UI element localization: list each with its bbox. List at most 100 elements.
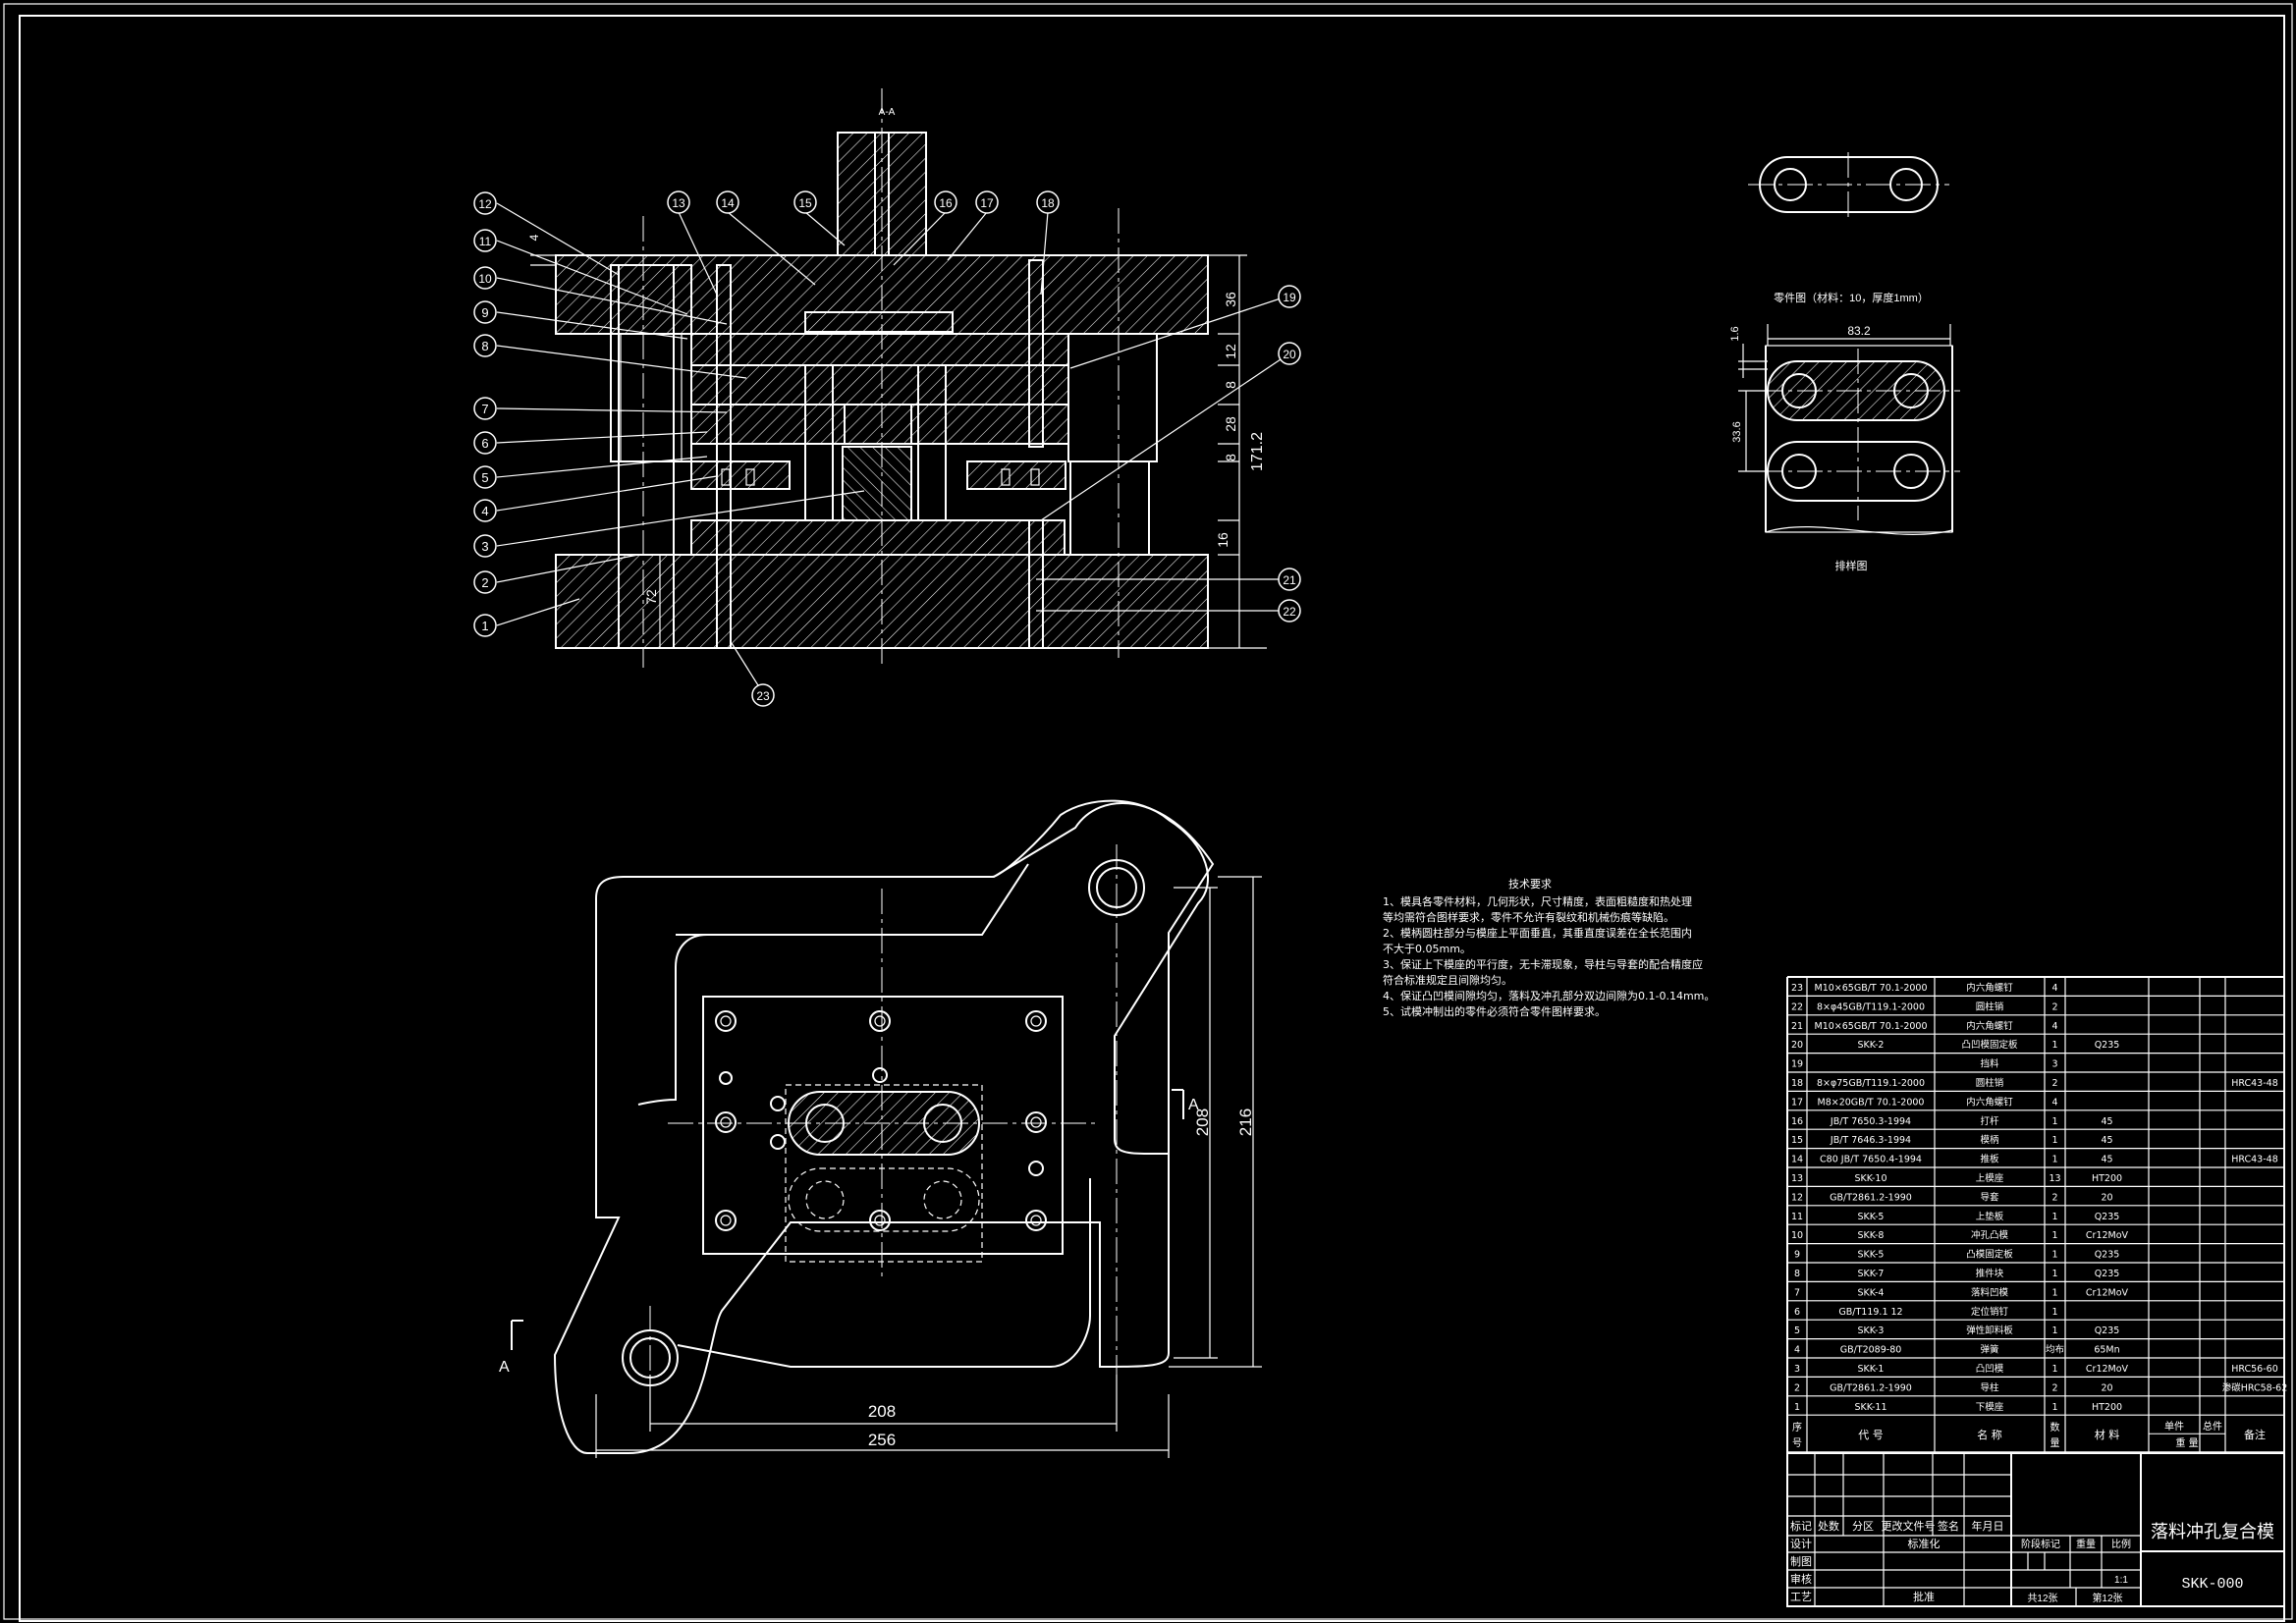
bom-qty: 1 [2051,1287,2057,1298]
bom-qty: 4 [2051,1097,2057,1108]
tb-label-sign: 签名 [1938,1519,1959,1533]
guide-bush-right [1067,333,1158,462]
tb-approve: 批准 [1913,1590,1935,1603]
drawing-number: SKK-000 [2181,1576,2243,1593]
plan-view: A A 216 208 208 256 [499,799,1262,1458]
stripper-left [690,460,791,490]
bom-qty: 1 [2051,1116,2057,1127]
section-markers: A A [499,1089,1199,1376]
bom-name: 推件块 [1976,1268,2004,1279]
svg-text:16: 16 [939,196,953,210]
svg-text:8: 8 [481,339,488,353]
svg-text:5: 5 [481,470,488,485]
bom-name: 圆柱销 [1976,1001,2004,1012]
dim-8b: 8 [1223,454,1238,461]
bom-qty: 1 [2051,1269,2057,1279]
bom-name: 导柱 [1980,1381,1999,1393]
section-label: A-A [879,107,896,118]
tech-req-line: 不大于0.05mm。 [1383,943,1471,955]
bom-name: 模柄 [1980,1134,1998,1146]
bom-mat: HT200 [2092,1402,2122,1413]
bom-no: 21 [1791,1021,1803,1032]
balloon-13: 13 [667,190,690,214]
inner-border [19,15,2285,1622]
bom-header-name: 名 称 [1977,1428,2002,1441]
title-block: 标记 处数 分区 更改文件号 签名 年月日 设计 制图 审核 工艺 标准化 批准… [1786,1452,2285,1607]
bom-header-note: 备注 [2244,1428,2266,1441]
svg-text:A: A [1188,1097,1199,1113]
bom-mat: Q235 [2095,1212,2120,1222]
svg-text:256: 256 [868,1431,896,1449]
strip-outline [785,1084,983,1263]
svg-text:18: 18 [1041,196,1055,210]
bom-no: 3 [1794,1364,1800,1375]
bom-code: SKK-2 [1858,1040,1885,1051]
tech-req-line: 4、保证凸凹模间隙均匀，落料及冲孔部分双边间隙为0.1-0.14mm。 [1383,990,1716,1002]
bom-code: SKK-5 [1858,1250,1885,1261]
balloons: 1 2 3 4 5 6 7 8 9 10 11 12 13 14 15 16 1… [473,190,1301,707]
bom-no: 4 [1794,1345,1800,1356]
section-dimensions: 171.2 36 12 8 28 8 16 4 72 [527,234,1267,649]
bom-qty: 1 [2051,1040,2057,1051]
dim-8a: 8 [1223,381,1238,389]
die-plate [702,996,1064,1255]
tb-label-zone: 分区 [1852,1520,1874,1533]
punch-fixing-plate [690,364,1069,406]
bom-no: 1 [1794,1402,1800,1413]
svg-text:208: 208 [1193,1109,1212,1136]
bom-mat: 65Mn [2094,1345,2119,1356]
bom-name: 内六角螺钉 [1966,1096,2013,1108]
bom-code: 8×φ75GB/T119.1-2000 [1817,1078,1925,1089]
bom-header-no: 号 [1792,1437,1802,1449]
balloon-6: 6 [473,431,497,455]
upper-backing-plate [690,333,1069,366]
screw-lower-right [1028,519,1044,649]
bom-mat: 45 [2101,1116,2112,1127]
bom-name: 上垫板 [1976,1211,2004,1222]
bom-header-material: 材 料 [2095,1428,2120,1441]
bom-name: 挡料 [1980,1058,1999,1070]
bom-code: GB/T2861.2-1990 [1830,1192,1912,1203]
bom-code: GB/T119.1 12 [1838,1307,1902,1318]
tb-label-date: 年月日 [1972,1519,2004,1533]
bom-header-qty: 数 [2050,1421,2060,1434]
bom-code: GB/T2861.2-1990 [1830,1382,1912,1393]
bom-mat: 45 [2101,1135,2112,1146]
svg-text:22: 22 [1283,605,1296,619]
bom-mat: Cr12MoV [2086,1287,2129,1298]
dim-12: 12 [1223,344,1238,359]
outer-border [3,3,2293,1620]
part-drawing: 零件图（材料：10，厚度1mm） [1748,152,1949,304]
bom-code: SKK-4 [1858,1287,1885,1298]
bom-name: 凸凹模 [1976,1363,2004,1375]
bom-qty: 2 [2051,1382,2057,1393]
bom-code: SKK-1 [1858,1364,1885,1375]
svg-text:3: 3 [481,539,488,554]
bom-name: 打杆 [1980,1115,1999,1127]
bom-code: M10×65GB/T 70.1-2000 [1815,1021,1928,1032]
bom-qty: 均布 [2046,1344,2064,1356]
tech-req-line: 1、模具各零件材料，几何形状，尺寸精度，表面粗糙度和热处理 [1383,895,1692,908]
dim-33-6: 33.6 [1731,421,1743,442]
tb-sheets-total: 共12张 [2027,1593,2057,1604]
bom-name: 下模座 [1976,1401,2004,1413]
section-view: A-A [473,88,1301,707]
bom-no: 8 [1794,1269,1800,1279]
bom-code: SKK-7 [1858,1269,1885,1279]
bom-code: SKK-5 [1858,1212,1885,1222]
balloon-11: 11 [473,229,497,252]
svg-text:17: 17 [980,196,994,210]
bom-name: 冲孔凸模 [1971,1229,2009,1241]
tech-req-line: 等均需符合图样要求，零件不允许有裂纹和机械伤痕等缺陷。 [1383,911,1674,924]
balloon-21: 21 [1278,568,1301,591]
bom-code: SKK-8 [1858,1230,1885,1241]
bom-mat: 20 [2101,1382,2112,1393]
dim-83-2: 83.2 [1847,324,1871,338]
svg-text:11: 11 [479,235,492,248]
bom-no: 9 [1794,1250,1800,1261]
bom-no: 10 [1791,1230,1803,1241]
balloon-18: 18 [1036,190,1060,214]
bom-header-code: 代 号 [1858,1429,1884,1441]
svg-text:23: 23 [756,689,770,703]
tb-label-mark: 标记 [1790,1519,1812,1533]
